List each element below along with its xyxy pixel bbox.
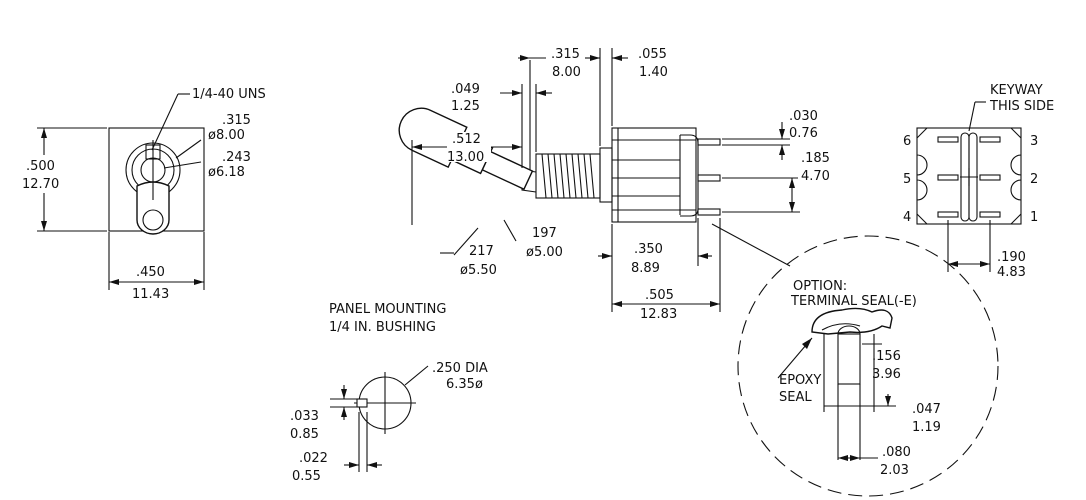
lever-offset-in: .049 (451, 82, 480, 97)
pin-spacing-mm: 4.83 (997, 265, 1026, 280)
nut-dim-mm: ø6.18 (208, 165, 245, 180)
keyway-label-1: KEYWAY (990, 83, 1043, 98)
bushing-dim-mm: ø8.00 (208, 128, 245, 143)
total-len-mm: 12.83 (640, 307, 677, 322)
hole-dia-mm: 6.35ø (446, 377, 483, 392)
seal-pin-spacing-mm: 2.03 (880, 463, 909, 478)
terminal-spacing-in: .185 (801, 151, 830, 166)
thread-leader (151, 93, 179, 151)
side-view: .315 8.00 .055 1.40 .049 1.25 .512 13.00… (398, 47, 836, 322)
thread-note: 1/4-40 UNS (192, 87, 266, 102)
pin-label-1: 1 (1030, 210, 1038, 225)
pin-label-3: 3 (1030, 134, 1038, 149)
nut-dim-in: .243 (222, 150, 251, 165)
side-terminal-top (697, 138, 721, 146)
lever-dia-mm: ø5.00 (526, 245, 563, 260)
panel-mounting: PANEL MOUNTING 1/4 IN. BUSHING .250 DIA … (290, 302, 488, 484)
pin-label-6: 6 (903, 134, 911, 149)
key-height-mm: 0.85 (290, 427, 319, 442)
option-title-1: OPTION: (793, 279, 847, 294)
key-height-in: .033 (290, 409, 319, 424)
hole-dia-in: .250 DIA (432, 361, 488, 376)
lever-offset-mm: 1.25 (451, 99, 480, 114)
pin-spacing-in: .190 (997, 250, 1026, 265)
side-bushing (535, 153, 601, 199)
panel-title-2: 1/4 IN. BUSHING (329, 320, 436, 335)
gap-in: .055 (638, 47, 667, 62)
bottom-terminal-pads (937, 136, 1001, 218)
epoxy-label-2: SEAL (779, 390, 812, 405)
total-len-in: .505 (645, 288, 674, 303)
tip-dia-in: 217 (469, 244, 494, 259)
seal-pin-width-mm: 1.19 (912, 420, 941, 435)
tip-dia-mm: ø5.50 (460, 263, 497, 278)
side-switch-body (611, 127, 697, 223)
detail-leader (711, 223, 791, 267)
option-title-2: TERMINAL SEAL(-E) (790, 294, 917, 309)
bushing-leader (175, 139, 202, 159)
side-terminal-mid (697, 174, 721, 182)
bushing-len-in: .315 (551, 47, 580, 62)
front-view: 1/4-40 UNS .315 ø8.00 .243 ø6.18 .500 12… (20, 87, 266, 302)
panel-keyway-notch (356, 398, 368, 408)
epoxy-label-1: EPOXY (779, 373, 821, 388)
seal-pin-len-mm: 3.96 (872, 367, 901, 382)
panel-title-1: PANEL MOUNTING (329, 302, 446, 317)
height-dim-mm: 12.70 (22, 177, 59, 192)
side-bushing-threads (541, 153, 595, 199)
side-rear-cap (680, 134, 699, 217)
side-terminal-bottom (697, 208, 721, 216)
seal-pin-spacing-in: .080 (882, 445, 911, 460)
height-dim-in: .500 (26, 159, 55, 174)
pin-label-4: 4 (903, 210, 911, 225)
detail-circle (737, 235, 999, 497)
pin-label-2: 2 (1030, 172, 1038, 187)
pin-label-5: 5 (903, 172, 911, 187)
body-len-in: .350 (634, 242, 663, 257)
nut-leader (163, 161, 202, 169)
lever-dia-in: 197 (532, 226, 557, 241)
width-dim-in: .450 (136, 265, 165, 280)
bushing-len-mm: 8.00 (552, 65, 581, 80)
side-nut (599, 147, 613, 203)
seal-option-detail: OPTION: TERMINAL SEAL(-E) EPOXY SEAL .15… (737, 235, 999, 497)
epoxy-blob (811, 307, 893, 335)
bushing-dim-in: .315 (222, 113, 251, 128)
bottom-view: KEYWAY THIS SIDE 6 3 5 2 4 1 .190 4.83 (903, 83, 1054, 280)
keyway-label-2: THIS SIDE (989, 99, 1054, 114)
key-width-mm: 0.55 (292, 469, 321, 484)
body-len-mm: 8.89 (631, 261, 660, 276)
width-dim-mm: 11.43 (132, 287, 169, 302)
bottom-body-outline (916, 127, 1022, 225)
terminal-width-mm: 0.76 (789, 126, 818, 141)
gap-mm: 1.40 (639, 65, 668, 80)
front-lever-tip (142, 209, 164, 231)
terminal-spacing-mm: 4.70 (801, 169, 830, 184)
seal-pin (837, 333, 861, 385)
lever-len-mm: 13.00 (447, 150, 484, 165)
lever-len-in: .512 (452, 132, 481, 147)
terminal-width-in: .030 (789, 109, 818, 124)
seal-pin-width-in: .047 (912, 402, 941, 417)
key-width-in: .022 (299, 451, 328, 466)
seal-pin-len-in: .156 (872, 349, 901, 364)
